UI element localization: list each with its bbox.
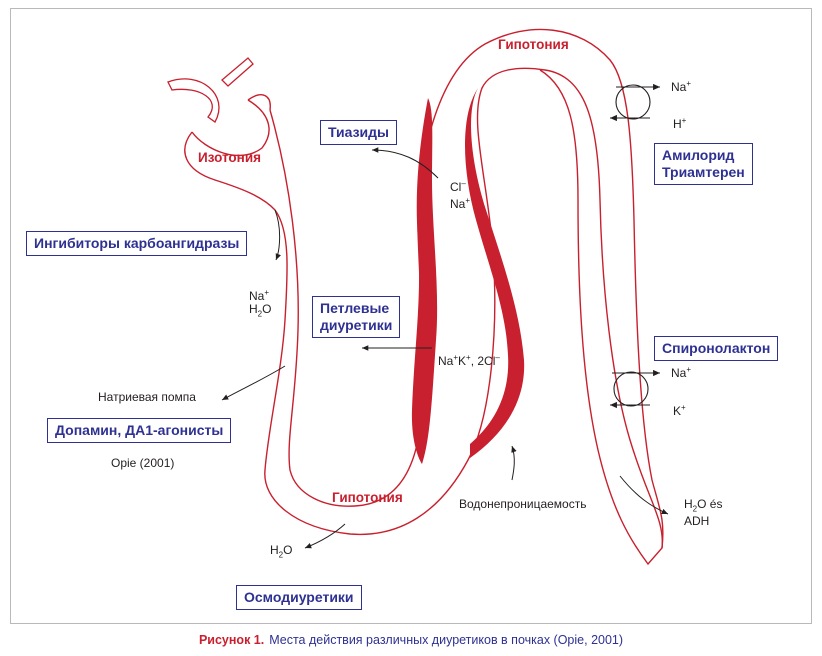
- box-spironolactone: Спиронолактон: [654, 336, 779, 361]
- ion-distal-h: H+: [673, 116, 687, 131]
- ion-adh-h2o: H2O és: [684, 497, 723, 514]
- action-arrows: [221, 147, 669, 549]
- note-source: Opie (2001): [111, 456, 175, 470]
- transporter-distal: [610, 83, 660, 122]
- ion-proximal-h2o: H2O: [249, 302, 272, 319]
- note-sodium-pump: Натриевая помпа: [98, 390, 196, 404]
- ion-distal-na: Na+: [671, 79, 692, 94]
- ion-osmotic-h2o: H2O: [270, 543, 293, 560]
- loop-diuretics-line1: Петлевые: [320, 300, 390, 316]
- ion-thiazide-cl: Cl–: [450, 179, 466, 194]
- caption-text: Места действия различных диуретиков в по…: [269, 633, 624, 647]
- box-amiloride: Амилорид Триамтерен: [654, 143, 753, 185]
- ion-loop-nakcl: Na+K+, 2Cl–: [438, 353, 500, 368]
- loop-diuretics-line2: диуретики: [320, 317, 393, 333]
- thick-ascending-limb-right: [465, 88, 525, 458]
- note-water-impermeability: Водонепроницаемость: [459, 497, 587, 511]
- label-hypotonia-top: Гипотония: [498, 37, 569, 52]
- amiloride-line1: Амилорид: [662, 147, 735, 163]
- amiloride-line2: Триамтерен: [662, 164, 745, 180]
- ion-collecting-k: K+: [673, 403, 686, 418]
- glomerulus: [167, 57, 254, 123]
- caption-lead: Рисунок 1.: [198, 633, 265, 647]
- ion-adh-label: ADH: [684, 514, 710, 528]
- box-loop-diuretics: Петлевые диуретики: [312, 296, 401, 338]
- ion-thiazide-na: Na+: [450, 196, 471, 211]
- thick-ascending-limb-left: [411, 98, 438, 464]
- label-isotonia: Изотония: [198, 150, 261, 165]
- transporter-collecting: [610, 369, 660, 409]
- figure-frame: [10, 8, 812, 624]
- ion-proximal-na: Na+: [249, 288, 270, 303]
- figure-caption: Рисунок 1. Места действия различных диуре…: [0, 633, 822, 647]
- label-hypotonia-bottom: Гипотония: [332, 490, 403, 505]
- box-thiazides: Тиазиды: [320, 120, 397, 145]
- box-carbonic-anhydrase-inhibitors: Ингибиторы карбоангидразы: [26, 231, 248, 256]
- box-osmotic-diuretics: Осмодиуретики: [236, 585, 362, 610]
- box-dopamine: Допамин, ДА1-агонисты: [47, 418, 232, 443]
- ion-collecting-na: Na+: [671, 365, 692, 380]
